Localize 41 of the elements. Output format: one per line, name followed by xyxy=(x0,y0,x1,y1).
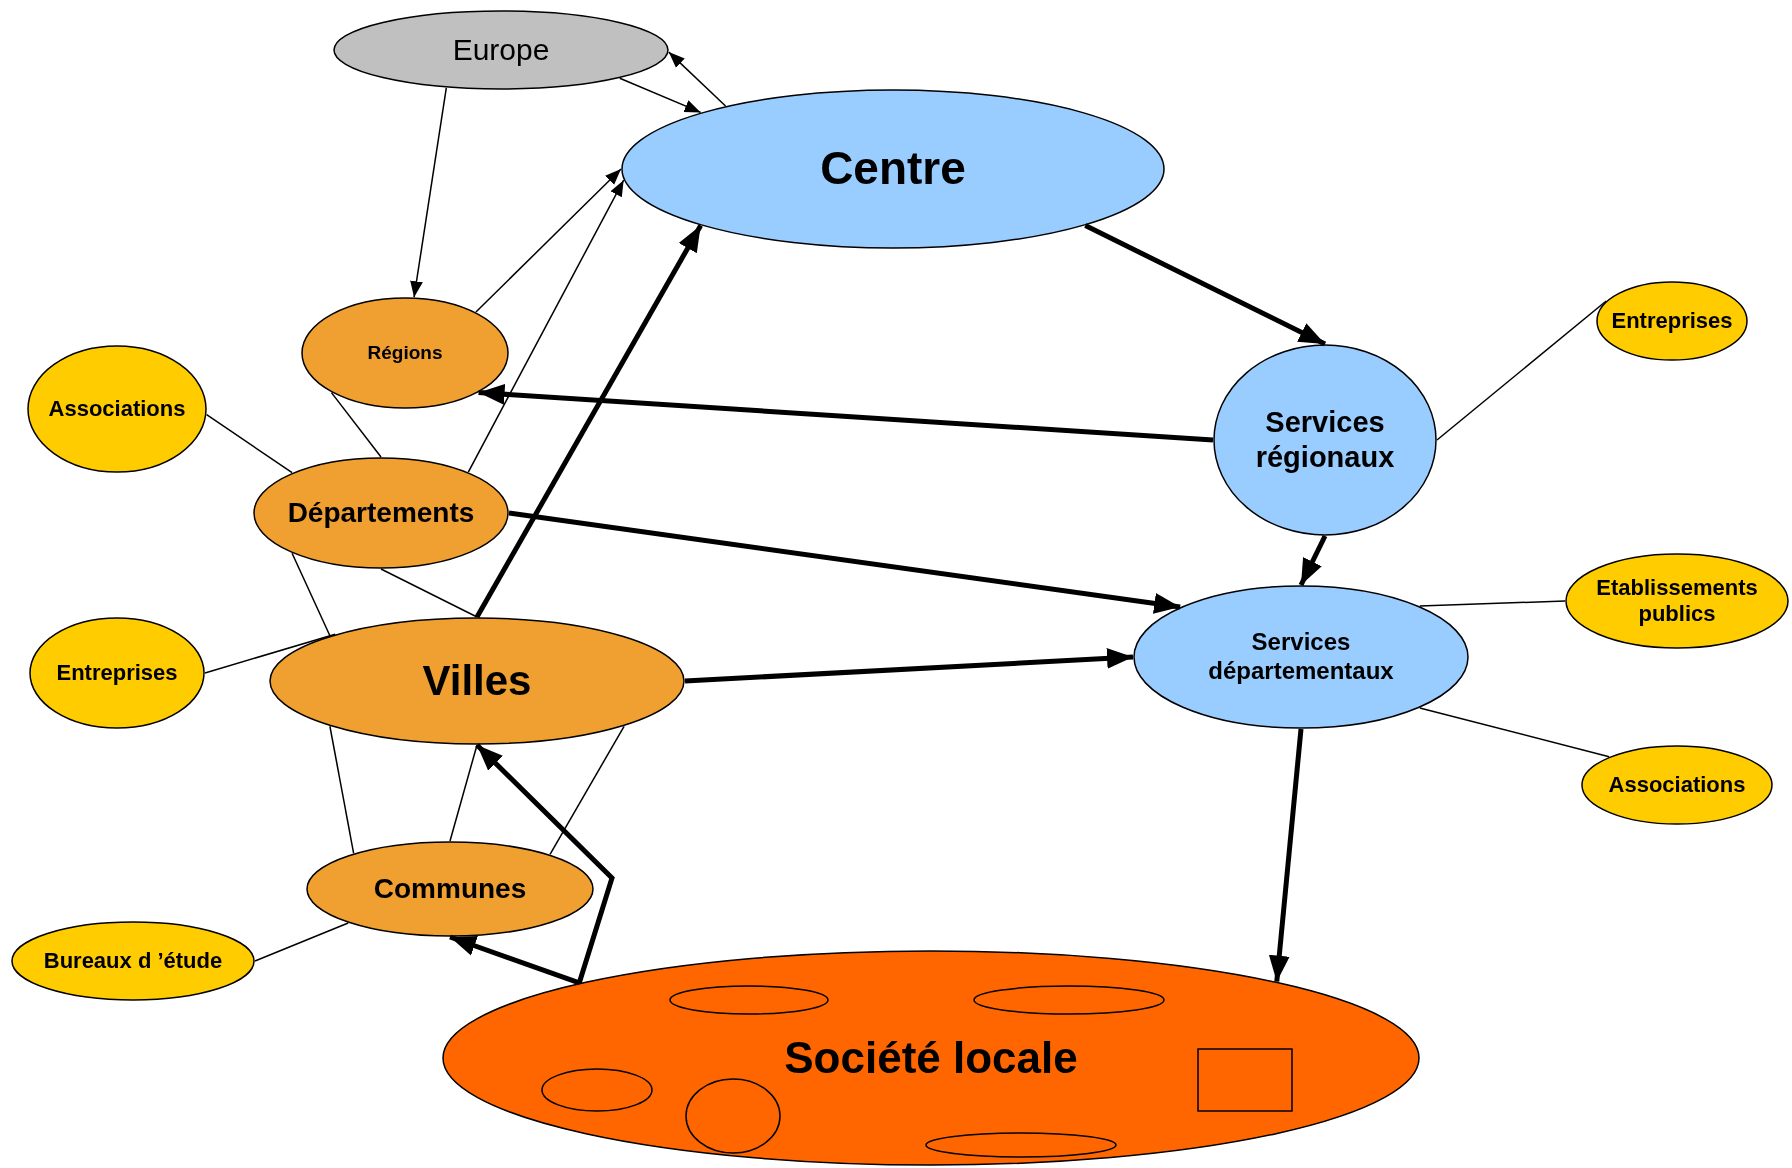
connector-line xyxy=(204,633,336,674)
node-label: Communes xyxy=(373,872,527,906)
arrow xyxy=(619,77,702,114)
node-label: Entreprises xyxy=(56,659,178,687)
arrow xyxy=(475,168,622,313)
arrow xyxy=(508,510,1181,614)
arrow xyxy=(1298,534,1328,587)
arrow xyxy=(449,934,581,986)
node-label: Bureaux d ’étude xyxy=(43,947,223,975)
arrow xyxy=(474,224,703,619)
arrow xyxy=(478,383,1214,443)
connector-line xyxy=(1419,600,1566,607)
node-label: Villes xyxy=(422,655,532,706)
connector-line xyxy=(205,413,293,474)
node-label: Europe xyxy=(452,32,550,68)
arrow xyxy=(1268,728,1304,982)
arrow xyxy=(467,179,625,473)
node-label: Centre xyxy=(820,141,966,197)
connector-line xyxy=(1419,707,1610,758)
node-label: Associations xyxy=(1608,771,1746,799)
arrow xyxy=(668,51,727,107)
node-label: Etablissements publics xyxy=(1595,574,1759,628)
connector-line xyxy=(291,552,331,637)
connector-line xyxy=(330,391,382,458)
node-label: Services régionaux xyxy=(1254,405,1396,475)
connector-line xyxy=(1436,300,1607,441)
node-label: Entreprises xyxy=(1611,307,1733,335)
connector-line xyxy=(329,725,355,855)
arrow xyxy=(684,648,1134,684)
node-label: Société locale xyxy=(784,1031,1078,1084)
arrow xyxy=(1084,223,1327,347)
node-label: Services départementaux xyxy=(1207,628,1395,686)
arrow xyxy=(410,87,448,298)
connector-line xyxy=(549,725,625,856)
arrow xyxy=(475,743,615,984)
connector-line xyxy=(449,744,478,842)
connector-line xyxy=(380,568,478,618)
connector-line xyxy=(254,922,349,962)
node-label: Départements xyxy=(287,496,475,530)
node-label: Régions xyxy=(367,341,443,365)
node-label: Associations xyxy=(48,395,186,423)
